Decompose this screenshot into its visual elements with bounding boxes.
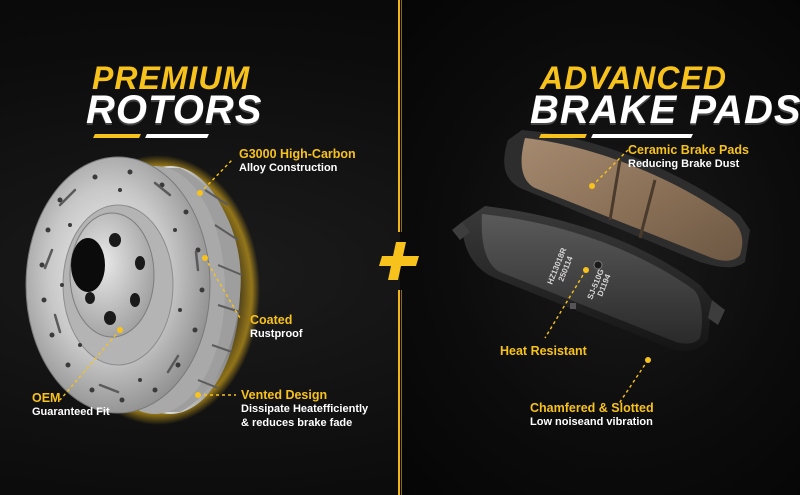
center-divider: [398, 0, 402, 495]
rotor-feature-coated-title: Coated: [250, 313, 293, 327]
pad-feature-heat-title: Heat Resistant: [500, 344, 587, 358]
rotor-feature-vented-title: Vented Design: [241, 388, 328, 402]
pads-title-underline-accent: [539, 134, 587, 138]
rotors-title-underline: [145, 134, 209, 138]
brake-rotor: [25, 156, 243, 414]
rotors-title-underline-accent: [93, 134, 141, 138]
rotors-title-line2: ROTORS: [86, 88, 263, 132]
rotor-feature-carbon-subtitle: Alloy Construction: [239, 162, 338, 174]
rotor-feature-vented-subtitle: Dissipate Heatefficiently: [241, 403, 369, 415]
pad-feature-chamfered-title: Chamfered & Slotted: [530, 401, 654, 415]
rotor-feature-vented-subtitle2: & reduces brake fade: [241, 417, 353, 429]
rotor-feature-coated-subtitle: Rustproof: [250, 328, 303, 340]
pads-title-line2: BRAKE PADS: [530, 88, 800, 132]
rotor-feature-carbon-title: G3000 High-Carbon: [239, 147, 356, 161]
pads-title-line1: ADVANCED: [540, 60, 727, 96]
rotors-title-line1: PREMIUM: [92, 60, 251, 96]
pad-feature-chamfered-subtitle: Low noiseand vibration: [530, 416, 653, 428]
pads-title-underline: [591, 134, 693, 138]
brake-pads: [452, 130, 750, 351]
pad-callouts: [544, 149, 649, 406]
rotor-feature-oem-title: OEM: [32, 391, 61, 405]
pad-feature-ceramic-subtitle: Reducing Brake Dust: [628, 158, 740, 170]
pad-feature-ceramic-title: Ceramic Brake Pads: [628, 143, 749, 157]
plus-icon: [379, 242, 419, 280]
rotor-callouts: [59, 159, 241, 401]
rotor-feature-oem-subtitle: Guaranteed Fit: [32, 406, 110, 418]
